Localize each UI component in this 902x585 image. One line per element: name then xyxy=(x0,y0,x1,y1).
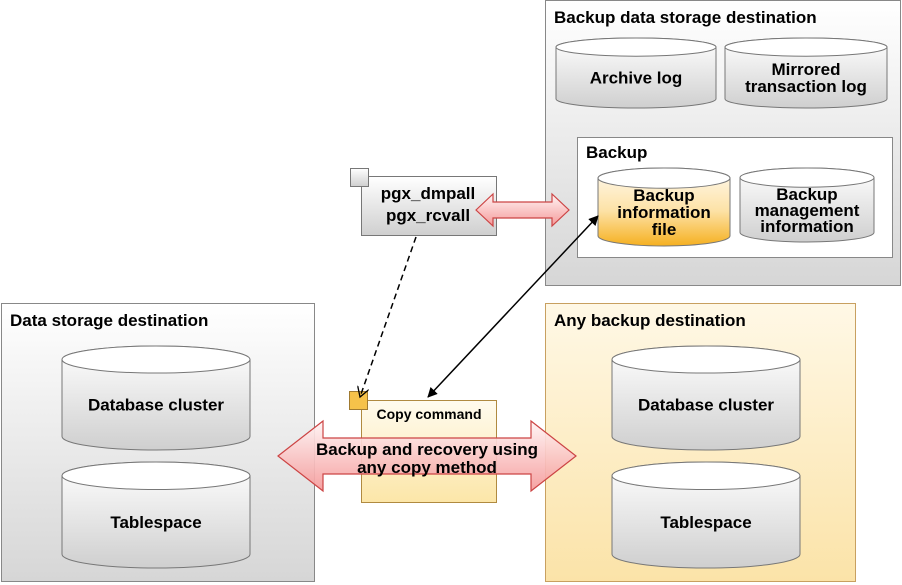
arrow-label: Backup and recovery using xyxy=(316,440,538,459)
database-cluster-cylinder: Database cluster xyxy=(61,345,251,451)
command-icon xyxy=(349,391,368,410)
cylinder-label: management xyxy=(755,201,860,220)
arrow-label: any copy method xyxy=(357,458,497,477)
cylinder-label: Database cluster xyxy=(638,396,774,415)
pgx-to-copy-dashed-arrow xyxy=(360,236,417,397)
region-title: Backup xyxy=(586,143,647,162)
cylinder-label: Backup xyxy=(633,186,694,205)
cylinder-top xyxy=(555,37,717,57)
cylinder-top xyxy=(611,345,801,374)
cylinder-label: Mirrored xyxy=(772,60,841,79)
cylinder-top xyxy=(739,167,875,188)
cylinder-label: Database cluster xyxy=(88,396,224,415)
archive-log-cylinder: Archive log xyxy=(555,37,717,109)
tablespace-cylinder: Tablespace xyxy=(61,461,251,569)
cylinder-top xyxy=(597,167,731,189)
cylinder-label: file xyxy=(652,220,677,239)
command-icon xyxy=(350,168,369,187)
tablespace-cylinder: Tablespace xyxy=(611,461,801,569)
cylinder-label: Tablespace xyxy=(110,513,201,532)
command-name: pgx_dmpall xyxy=(381,184,475,203)
copy-to-info-file-arrow xyxy=(427,215,599,398)
cylinder-top xyxy=(611,461,801,491)
region-title: Any backup destination xyxy=(554,311,746,330)
pgx-command-box: pgx_dmpall pgx_rcvall xyxy=(350,168,497,236)
cylinder-label: Archive log xyxy=(590,69,683,88)
pgx-backup-double-arrow xyxy=(475,192,570,228)
region-title: Data storage destination xyxy=(10,311,208,330)
region-title: Backup data storage destination xyxy=(554,8,817,27)
cylinder-label: Tablespace xyxy=(660,513,751,532)
cylinder-label: information xyxy=(617,203,711,222)
cylinder-label: information xyxy=(760,217,854,236)
cylinder-top xyxy=(61,461,251,491)
cylinder-label: Backup xyxy=(776,185,837,204)
copy-method-double-arrow: Backup and recovery using any copy metho… xyxy=(277,419,577,493)
cylinder-top xyxy=(61,345,251,374)
command-name: Copy command xyxy=(376,406,481,422)
cylinder-top xyxy=(724,37,888,57)
cylinder-label: transaction log xyxy=(745,77,867,96)
command-name: pgx_rcvall xyxy=(386,206,470,225)
database-cluster-cylinder: Database cluster xyxy=(611,345,801,451)
